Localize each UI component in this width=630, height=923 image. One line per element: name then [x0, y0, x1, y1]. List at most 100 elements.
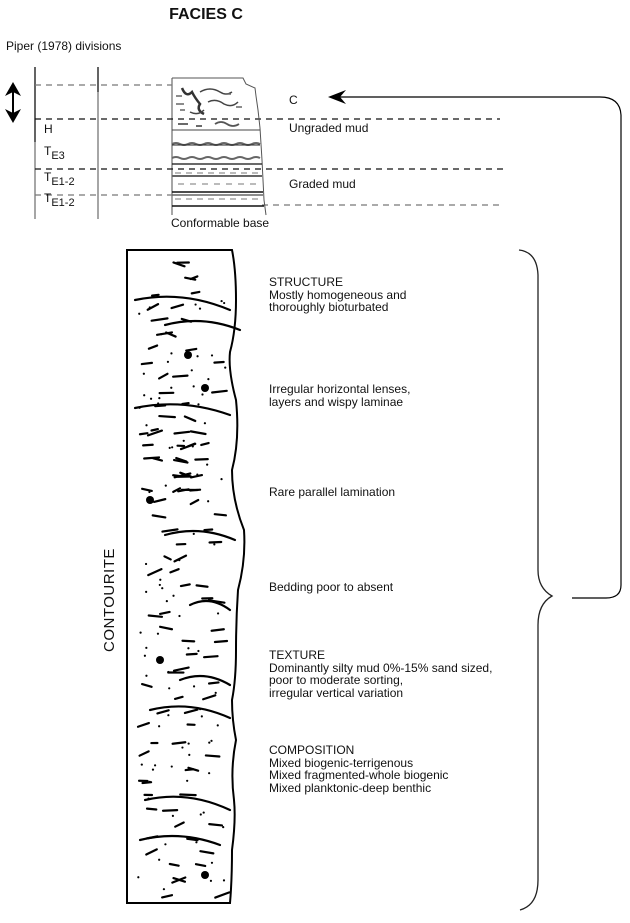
grain-dot	[194, 303, 197, 306]
grain-dot	[210, 861, 214, 864]
fossil-mark	[201, 871, 209, 879]
lamina-dash	[194, 863, 207, 868]
lamina-dash	[207, 599, 226, 604]
grain-dot	[148, 490, 151, 494]
grain-dot	[209, 879, 213, 882]
lamina-dash	[156, 709, 170, 715]
grain-dot	[200, 715, 203, 718]
grain-dot	[187, 742, 190, 745]
diagram-title: FACIES C	[169, 6, 243, 23]
texture-heading: TEXTURE	[269, 648, 326, 662]
bedding-text: Bedding poor to absent	[269, 580, 394, 594]
contourite-column	[126, 249, 246, 904]
composition-line: Mixed planktonic-deep benthic	[269, 780, 432, 795]
grain-dot	[170, 352, 173, 355]
grain-dot	[195, 841, 198, 844]
lamina-dash	[171, 876, 187, 884]
lamina-dash	[203, 528, 214, 532]
contourite-label: CONTOURITE	[101, 548, 118, 652]
grain-dot	[192, 385, 195, 388]
lamina-dash	[161, 808, 179, 812]
grain-dot	[178, 614, 181, 618]
lamina-dash	[158, 610, 171, 616]
lens-mark	[143, 795, 232, 812]
return-arrow	[338, 96, 622, 599]
lamina-dash	[190, 290, 201, 295]
lamina-dash	[183, 708, 199, 715]
division-label-te3: TE3	[44, 144, 65, 162]
grain-dot	[147, 797, 150, 800]
structure-heading: STRUCTURE	[269, 275, 343, 289]
lamina-dash	[189, 275, 199, 281]
lens-mark	[133, 295, 232, 312]
top-log-column	[171, 77, 267, 216]
lamina-dash	[184, 768, 195, 772]
lamina-dash	[136, 721, 150, 728]
grain-dot	[196, 355, 199, 358]
grain-dot	[207, 378, 210, 381]
grain-dot	[186, 473, 189, 476]
composition-line: Mixed fragmented-whole biogenic	[269, 768, 449, 782]
lamina-dash	[140, 361, 154, 366]
division-label-te12-upper: TE1-2	[44, 170, 75, 188]
grain-dot	[148, 306, 151, 309]
divisions-subtitle: Piper (1978) divisions	[6, 39, 122, 53]
lens-mark	[163, 529, 237, 542]
lamina-dash	[211, 389, 228, 394]
grain-dot	[222, 879, 226, 882]
division-label-h: H	[44, 122, 53, 136]
lamina-dash	[172, 487, 182, 493]
lamina-dash	[145, 835, 159, 840]
lamina-dash	[151, 514, 167, 519]
lamina-dash	[202, 694, 217, 701]
grain-dot	[220, 299, 223, 303]
grain-dot	[206, 463, 209, 466]
grain-dot	[222, 826, 225, 829]
grain-dot	[172, 594, 175, 597]
structure-block: STRUCTURE Mostly homogeneous and thoroug…	[269, 276, 406, 314]
lamina-dash	[145, 807, 158, 811]
grain-dot	[197, 649, 200, 653]
lamina-dash	[170, 303, 185, 310]
grain-dot	[158, 583, 161, 587]
grain-dot	[158, 725, 161, 728]
composition-block: COMPOSITION Mixed biogenic-terrigenous M…	[269, 744, 448, 794]
lamina-dash	[189, 473, 204, 479]
grain-dot	[199, 813, 202, 816]
structure-line: thoroughly bioturbated	[269, 300, 389, 314]
lamina-dash	[214, 891, 231, 899]
lamina-dash	[183, 415, 197, 423]
grain-dot	[224, 366, 227, 369]
grain-dot	[164, 484, 167, 487]
lamina-dash	[147, 344, 159, 350]
lamina-dash	[140, 682, 153, 688]
lamina-dash	[150, 293, 160, 297]
grain-dot	[178, 558, 181, 562]
lamina-dash	[177, 488, 190, 493]
lamination-text: Rare parallel lamination	[269, 485, 396, 499]
grain-dot	[192, 685, 196, 688]
texture-line: poor to moderate sorting,	[269, 673, 404, 687]
grain-dot	[191, 445, 194, 448]
grain-dot	[198, 307, 202, 310]
division-label-te12-lower: TE1-2	[44, 191, 75, 209]
label-graded-mud: Graded mud	[289, 177, 356, 191]
grain-dot	[159, 578, 162, 581]
lamina-dash	[195, 584, 209, 588]
division-column-lines	[34, 67, 173, 219]
grain-dot	[162, 888, 166, 891]
grain-dot	[156, 632, 160, 635]
dashed-boundaries	[35, 84, 505, 206]
grain-dot	[166, 360, 170, 363]
lamina-dash	[172, 261, 186, 268]
fossil-mark	[201, 384, 209, 392]
lens-mark	[148, 705, 232, 720]
lenses-line: Irregular horizontal lenses,	[269, 382, 411, 396]
lamina-dash	[172, 374, 189, 378]
lamina-dash	[161, 894, 174, 899]
lamina-dash	[189, 430, 207, 436]
label-conformable-base: Conformable base	[171, 216, 270, 230]
grain-dot	[210, 739, 213, 742]
lamina-dash	[204, 754, 221, 758]
grain-dot	[201, 393, 204, 396]
